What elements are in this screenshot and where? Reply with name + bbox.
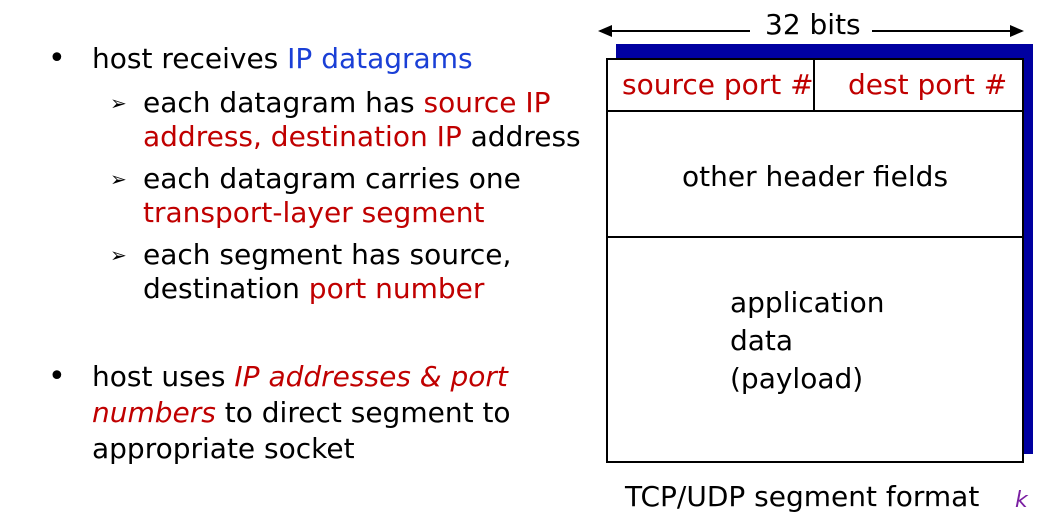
sub-2-part-a: each datagram carries one	[143, 162, 521, 195]
bits-arrow-left-line	[600, 30, 750, 32]
bullet-2-line-1: host uses IP addresses & port	[92, 360, 508, 394]
sub-2-line-2: transport-layer segment	[143, 196, 484, 230]
bullet-1-prefix: host receives	[92, 42, 288, 75]
arrow-bullet-icon: ➢	[110, 91, 127, 115]
bullet-marker: •	[48, 359, 66, 394]
slide-mark-icon: k	[1015, 488, 1028, 513]
sub-1-line-1: each datagram has source IP	[143, 86, 551, 120]
bullet-2-italic-2: numbers	[92, 396, 216, 429]
sub-1-line-2: address, destination IP address	[143, 120, 581, 154]
sub-3-part-a: each segment has source,	[143, 238, 512, 271]
payload-line-3: (payload)	[730, 362, 864, 395]
bits-arrow-right-line	[872, 30, 1022, 32]
payload-line-1: application	[730, 286, 885, 319]
sub-1-part-a: each datagram has	[143, 86, 424, 119]
arrow-left-icon	[598, 25, 612, 37]
bullet-2-line-3: appropriate socket	[92, 432, 355, 466]
bits-label: 32 bits	[765, 8, 861, 41]
other-header-fields: other header fields	[682, 160, 949, 193]
bullet-2-line-2: numbers to direct segment to	[92, 396, 511, 430]
sub-3-line-1: each segment has source,	[143, 238, 511, 272]
arrow-bullet-icon: ➢	[110, 167, 127, 191]
sub-3-part-c: port number	[308, 272, 485, 305]
bullet-2-rest-2: appropriate socket	[92, 432, 355, 465]
port-divider	[813, 60, 815, 110]
bullet-2-rest-1: to direct segment to	[215, 396, 511, 429]
sub-1-part-c: address, destination IP	[143, 120, 462, 153]
arrow-bullet-icon: ➢	[110, 243, 127, 267]
bullet-marker: •	[48, 41, 66, 76]
sub-2-line-1: each datagram carries one	[143, 162, 521, 196]
payload-line-2: data	[730, 324, 794, 357]
sub-2-part-b: transport-layer segment	[143, 196, 485, 229]
segment-box: source port # dest port # other header f…	[606, 58, 1024, 463]
bullet-1-text: host receives IP datagrams	[92, 42, 473, 76]
sub-1-part-b: source IP	[423, 86, 551, 119]
header-row: other header fields	[608, 112, 1022, 238]
sub-1-part-d: address	[461, 120, 581, 153]
box-shadow-top	[616, 44, 1032, 58]
bullet-list: • host receives IP datagrams ➢ each data…	[48, 41, 581, 466]
bullet-2-italic-1: IP addresses & port	[234, 360, 508, 393]
sub-3-part-b: destination	[143, 272, 309, 305]
diagram-caption: TCP/UDP segment format	[625, 480, 980, 513]
port-row: source port # dest port #	[608, 60, 1022, 112]
arrow-right-icon	[1010, 25, 1024, 37]
dest-port-field: dest port #	[848, 68, 1008, 101]
sub-3-line-2: destination port number	[143, 272, 484, 306]
source-port-field: source port #	[622, 68, 814, 101]
bullet-1-highlight: IP datagrams	[287, 42, 473, 75]
box-shadow-right	[1024, 44, 1033, 454]
bullet-2-prefix: host uses	[92, 360, 235, 393]
